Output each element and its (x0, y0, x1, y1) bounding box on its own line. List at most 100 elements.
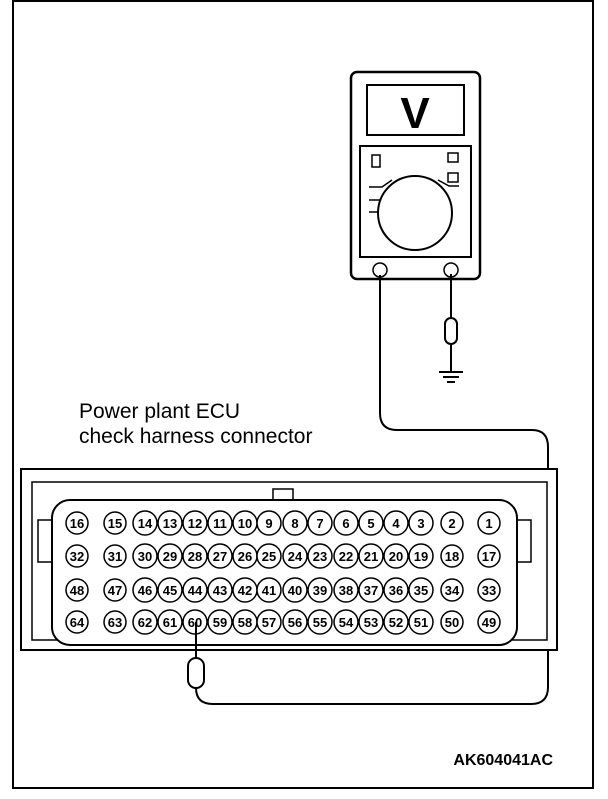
pin-circle (307, 609, 333, 635)
pin-label: 59 (213, 615, 227, 630)
pin-circle (307, 543, 333, 569)
pin-label: 48 (70, 583, 84, 598)
pin-circle (103, 578, 127, 602)
pin-label: 58 (238, 615, 252, 630)
pin-circle (256, 543, 282, 569)
figure-code: AK604041AC (453, 752, 553, 769)
pin-label: 36 (389, 583, 403, 598)
pin-circle (383, 543, 409, 569)
pin-circle (282, 609, 308, 635)
pin-circle (408, 510, 434, 536)
pin-label: 34 (445, 583, 460, 598)
pin-label: 37 (364, 583, 378, 598)
pin-label: 9 (265, 516, 272, 531)
pin-label: 35 (414, 583, 428, 598)
pin-label: 13 (163, 516, 177, 531)
pin-label: 28 (188, 549, 202, 564)
pin-circle (256, 510, 282, 536)
pin-label: 19 (414, 549, 428, 564)
pin-circle (307, 510, 333, 536)
pin-circle (282, 510, 308, 536)
pin-label: 61 (163, 615, 177, 630)
pin-circle (477, 578, 501, 602)
pin-circle (333, 543, 359, 569)
pin-circle (256, 577, 282, 603)
connector-key-left (37, 519, 53, 563)
pin-label: 62 (138, 615, 152, 630)
pin-label: 16 (70, 516, 84, 531)
pin-circle (440, 544, 464, 568)
pin-label: 15 (108, 516, 122, 531)
pin-label: 5 (367, 516, 374, 531)
pin-label: 32 (70, 549, 84, 564)
pin-circle (157, 543, 183, 569)
pin-circle (333, 510, 359, 536)
pin-circle (358, 510, 384, 536)
pin-label: 56 (288, 615, 302, 630)
pin-circle (358, 543, 384, 569)
pin-label: 27 (213, 549, 227, 564)
pin-circle (440, 511, 464, 535)
pin-circle (157, 510, 183, 536)
pin-label: 42 (238, 583, 252, 598)
pin-label: 64 (70, 615, 85, 630)
meter-terminal-left (372, 262, 388, 278)
pin-label: 25 (262, 549, 276, 564)
pin-label: 4 (392, 516, 400, 531)
pin-label: 26 (238, 549, 252, 564)
pin-circle (132, 510, 158, 536)
pin-circle (207, 577, 233, 603)
pin-label: 3 (417, 516, 424, 531)
pin-circle (132, 609, 158, 635)
pin-circle (182, 510, 208, 536)
pin-circle (103, 610, 127, 634)
pin-label: 38 (339, 583, 353, 598)
pin-label: 1 (485, 516, 492, 531)
meter-display (366, 84, 465, 136)
pin-circle (65, 511, 89, 535)
pin-circle (282, 543, 308, 569)
pin-label: 51 (414, 615, 428, 630)
pin-circle (440, 578, 464, 602)
pin-circle (103, 511, 127, 535)
pin-label: 45 (163, 583, 177, 598)
pin-label: 52 (389, 615, 403, 630)
pin-circle (477, 544, 501, 568)
pin-label: 6 (342, 516, 349, 531)
pin-circle (307, 577, 333, 603)
voltmeter-icon: V (349, 70, 482, 281)
pin-circle (358, 609, 384, 635)
pin-circle (207, 510, 233, 536)
label-line1: Power plant ECU (79, 400, 240, 423)
pin-label: 22 (339, 549, 353, 564)
pin-label: 10 (238, 516, 252, 531)
meter-display-symbol: V (400, 89, 430, 138)
pin-circle (132, 577, 158, 603)
pin-label: 14 (138, 516, 153, 531)
pin-circle (333, 577, 359, 603)
pin-circle (383, 510, 409, 536)
pin-circle (477, 511, 501, 535)
pin-label: 30 (138, 549, 152, 564)
meter-dial (377, 175, 453, 251)
pin-circle (207, 543, 233, 569)
pin-label: 31 (108, 549, 122, 564)
pin-circle (333, 609, 359, 635)
pin-circle (408, 609, 434, 635)
pin-label: 40 (288, 583, 302, 598)
pin-label: 29 (163, 549, 177, 564)
pin-label: 20 (389, 549, 403, 564)
pin-label: 8 (291, 516, 298, 531)
pin-label: 57 (262, 615, 276, 630)
pin-circle (182, 577, 208, 603)
pin-circle (207, 609, 233, 635)
pin-label: 11 (213, 516, 227, 531)
pin-circle (358, 577, 384, 603)
pin-label: 49 (482, 615, 496, 630)
pin-label: 47 (108, 583, 122, 598)
pin-label: 43 (213, 583, 227, 598)
ground-icon (439, 274, 463, 383)
